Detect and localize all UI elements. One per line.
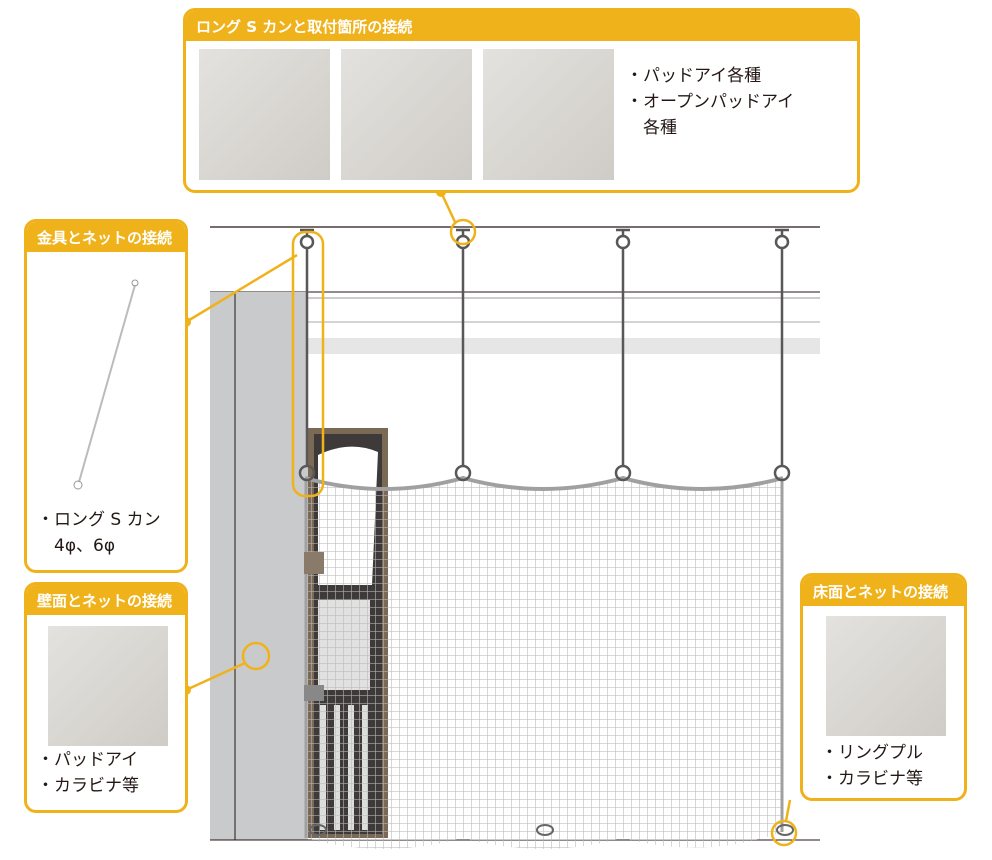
bullet-list: ・パッドアイ各種 ・オープンパッドアイ 各種	[626, 63, 794, 141]
bullet-item: ・カラビナ等	[37, 776, 139, 796]
bullet-item: 4φ、6φ	[37, 536, 116, 556]
bullet-item: 各種	[626, 118, 677, 138]
bullet-item: ・ロング S カン	[37, 510, 161, 530]
bullet-list: ・リングプル ・カラビナ等	[821, 740, 923, 792]
ceiling-beam	[210, 291, 820, 354]
bullet-item: ・カラビナ等	[821, 769, 923, 789]
open-pad-eye-photo	[483, 49, 614, 180]
right-callout-floor: 床面とネットの接続 ・リングプル ・カラビナ等	[800, 573, 967, 801]
bullet-item: ・パッドアイ	[37, 750, 139, 770]
ring-pull-photo	[826, 616, 946, 736]
wall-pad-eye-photo	[48, 626, 168, 746]
callout-title: 床面とネットの接続	[803, 576, 964, 606]
pad-eye-photo-1	[199, 49, 330, 180]
left-callout-wall: 壁面とネットの接続 ・パッドアイ ・カラビナ等	[24, 582, 188, 813]
bullet-item: ・オープンパッドアイ	[626, 92, 795, 112]
left-callout-hook: 金具とネットの接続 ・ロング S カン 4φ、6φ	[24, 219, 188, 573]
pad-eye-photo-2	[341, 49, 472, 180]
bullet-list: ・ロング S カン 4φ、6φ	[37, 507, 161, 559]
wall-pad-eyes	[304, 552, 794, 836]
long-s-hooks	[298, 228, 791, 482]
top-callout: ロング S カンと取付箇所の接続 ・パッドアイ各種 ・オープンパッドアイ 各種	[183, 8, 860, 193]
bullet-item: ・リングプル	[821, 743, 923, 763]
callout-title: 金具とネットの接続	[27, 222, 185, 252]
callout-title: ロング S カンと取付箇所の接続	[186, 11, 857, 41]
leader-lines	[185, 191, 798, 847]
bullet-list: ・パッドアイ ・カラビナ等	[37, 747, 139, 799]
callout-title: 壁面とネットの接続	[27, 585, 185, 615]
long-s-hook-photo	[73, 279, 139, 490]
safety-net	[304, 475, 784, 849]
bullet-item: ・パッドアイ各種	[626, 66, 762, 86]
